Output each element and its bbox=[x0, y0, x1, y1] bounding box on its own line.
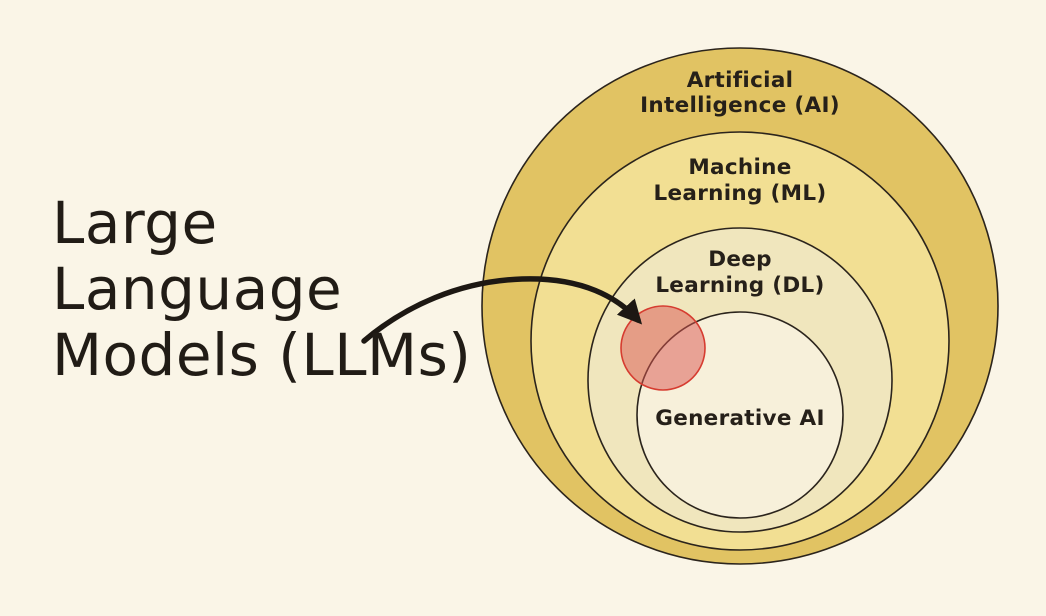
llm-annotation-arrow bbox=[361, 276, 643, 344]
title-line-2: Language bbox=[52, 255, 343, 323]
ml-label-line-1: Machine bbox=[688, 155, 791, 180]
page-title: Large Language Models (LLMs) bbox=[52, 190, 471, 388]
ai-label-line-2: Intelligence (AI) bbox=[640, 93, 840, 118]
title-line-1: Large bbox=[52, 189, 218, 257]
generative-ai-label: Generative AI bbox=[655, 406, 825, 431]
dl-label-line-2: Learning (DL) bbox=[655, 273, 824, 298]
ml-label-line-2: Learning (ML) bbox=[654, 181, 827, 206]
dl-label-line-1: Deep bbox=[708, 247, 772, 272]
title-line-3: Models (LLMs) bbox=[52, 321, 472, 389]
llm-marker-circle bbox=[620, 305, 706, 391]
ai-label-line-1: Artificial bbox=[687, 68, 794, 93]
